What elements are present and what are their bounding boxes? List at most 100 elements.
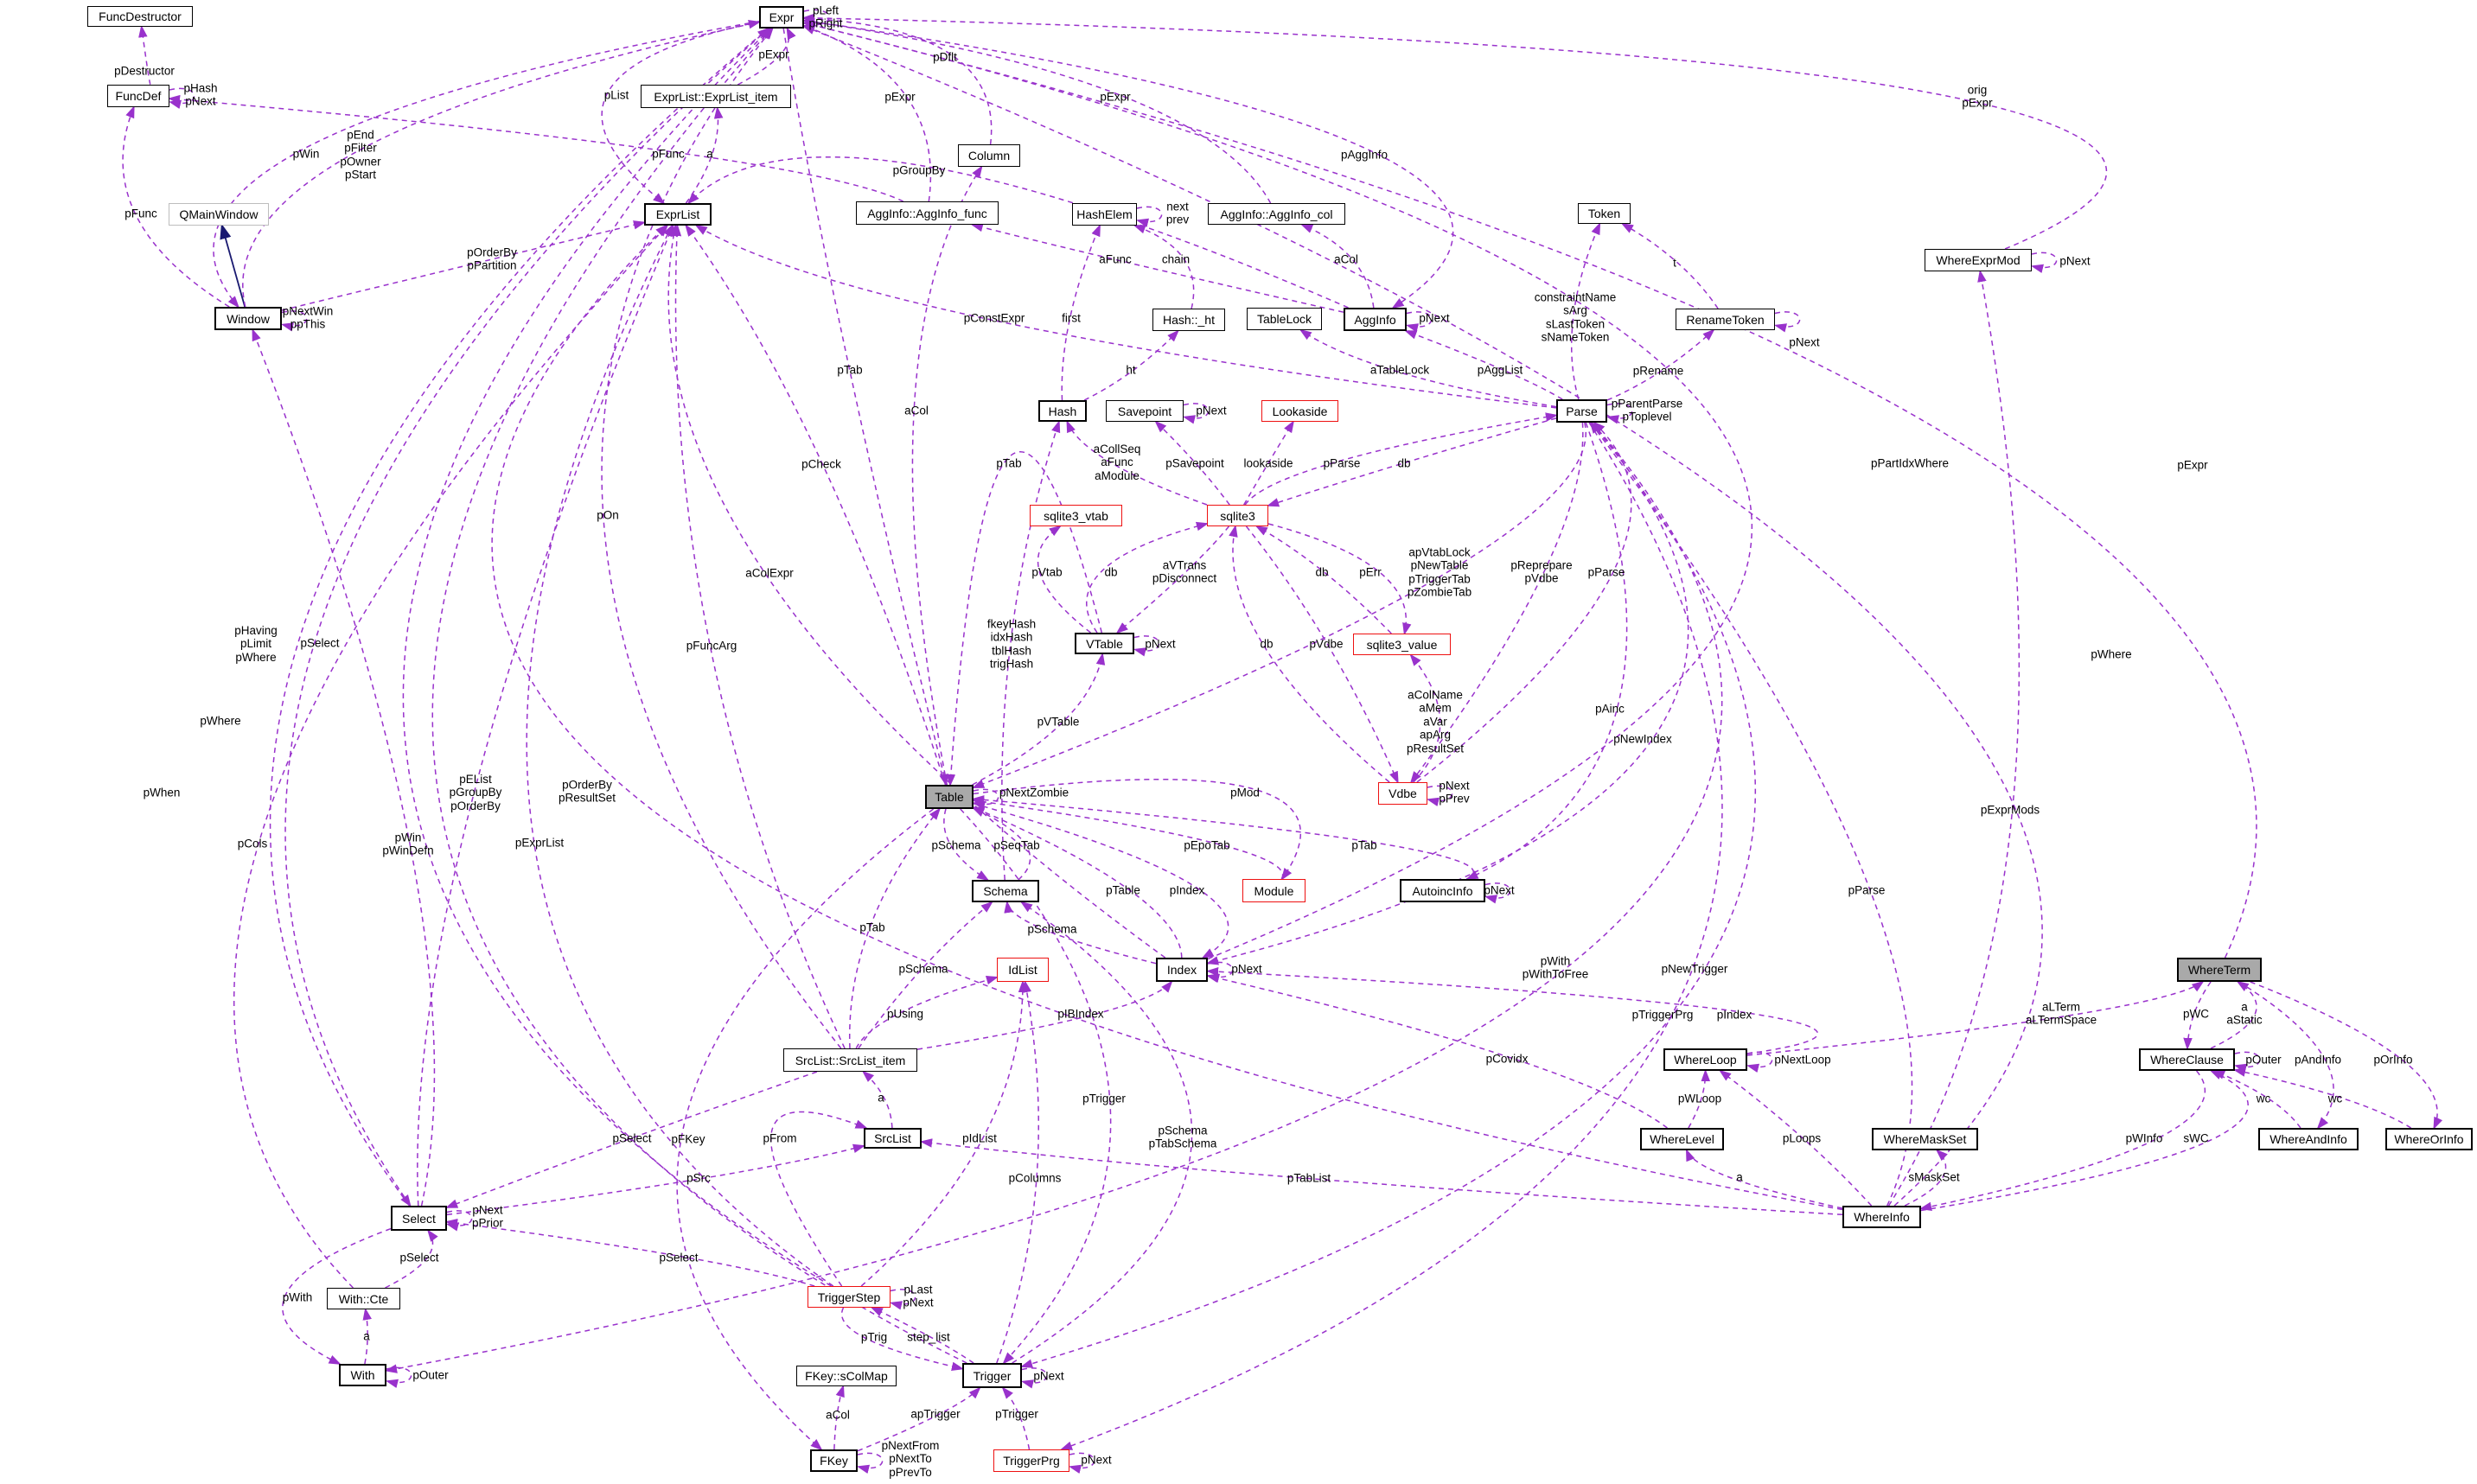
edge-index-exprlist (667, 223, 1166, 959)
node-vdbe[interactable]: Vdbe (1378, 782, 1427, 805)
edge-srclist-item-schema (858, 901, 993, 1049)
edge-vtable-table (946, 451, 1103, 787)
node-token[interactable]: Token (1578, 203, 1631, 224)
node-renametoken[interactable]: RenameToken (1676, 309, 1775, 330)
node-fkey[interactable]: FKey (810, 1449, 858, 1472)
edge-window-expr (242, 20, 762, 308)
node-module[interactable]: Module (1242, 879, 1306, 902)
node-vtable[interactable]: VTable (1075, 633, 1134, 654)
edge-fkey-fkey (856, 1452, 884, 1474)
edge-agginfo-agginfo (1405, 311, 1433, 333)
edge-index-index (1206, 961, 1234, 983)
node-exprlist-item[interactable]: ExprList::ExprList_item (641, 85, 791, 108)
edge-savepoint-savepoint (1182, 403, 1210, 424)
edge-agginfo-func-funcdef (167, 94, 904, 202)
node-wherelevel[interactable]: WhereLevel (1640, 1128, 1724, 1150)
node-whereandinfo[interactable]: WhereAndInfo (2258, 1128, 2359, 1150)
node-agginfo-col[interactable]: AggInfo::AggInfo_col (1208, 203, 1345, 225)
edge-trigger-triggerstep (870, 1307, 974, 1364)
node-whereexprmod[interactable]: WhereExprMod (1925, 249, 2032, 271)
edge-whereterm-whereclause (2183, 981, 2212, 1051)
node-autoincinfo[interactable]: AutoincInfo (1400, 879, 1485, 902)
node-funcdestructor[interactable]: FuncDestructor (87, 6, 193, 27)
node-wheremaskset[interactable]: WhereMaskSet (1872, 1128, 1978, 1150)
node-table[interactable]: Table (925, 785, 974, 809)
edge-srclist-item-idlist (855, 975, 999, 1049)
edge-index-expr (801, 21, 1753, 960)
node-window[interactable]: Window (214, 307, 282, 330)
edge-srclist-item-exprlist (672, 223, 846, 1049)
edge-vtable-sqlite3 (1086, 521, 1210, 634)
edge-column-expr (801, 14, 993, 145)
node-agginfo[interactable]: AggInfo (1344, 308, 1407, 331)
edge-funcdef-funcdestructor (138, 24, 151, 86)
node-sqlite3-value[interactable]: sqlite3_value (1353, 634, 1451, 655)
edge-with-with-cte (362, 1307, 372, 1365)
edge-autoincinfo-table (971, 795, 1475, 880)
node-srclist[interactable]: SrcList (864, 1128, 922, 1149)
edge-window-funcdef (122, 105, 230, 308)
node-trigger[interactable]: Trigger (962, 1363, 1022, 1388)
node-agginfo-func[interactable]: AggInfo::AggInfo_func (856, 201, 999, 225)
node-triggerstep[interactable]: TriggerStep (808, 1286, 891, 1308)
edge-whereloop-whereterm (1746, 980, 2205, 1056)
node-select[interactable]: Select (391, 1206, 447, 1231)
edge-exprlist-item-expr (737, 27, 796, 86)
edge-vdbe-parse (1416, 421, 1632, 783)
edge-whereinfo-wheremaskset (1904, 1149, 1948, 1207)
edge-whereloop-index (1205, 966, 1819, 1054)
edge-vtable-sqlite3-vtab (1037, 525, 1091, 634)
edge-whereandinfo-whereclause (2212, 1070, 2301, 1129)
node-with[interactable]: With (339, 1364, 386, 1386)
node-sqlite3[interactable]: sqlite3 (1207, 505, 1268, 526)
node-column[interactable]: Column (958, 144, 1020, 167)
edge-hash-ht-hashelem (1133, 225, 1195, 309)
edge-parse-triggerprg (1059, 422, 1723, 1450)
node-hashelem[interactable]: HashElem (1072, 203, 1137, 226)
node-whereorinfo[interactable]: WhereOrInfo (2385, 1128, 2473, 1150)
node-qmainwindow[interactable]: QMainWindow (169, 203, 269, 226)
node-exprlist[interactable]: ExprList (644, 203, 712, 226)
edge-agginfo-agginfo-func (970, 222, 1344, 313)
node-whereterm[interactable]: WhereTerm (2177, 958, 2262, 982)
node-expr[interactable]: Expr (759, 6, 804, 29)
edge-sqlite3-vdbe (1245, 525, 1399, 784)
node-savepoint[interactable]: Savepoint (1106, 400, 1184, 422)
edge-trigger-expr (431, 27, 967, 1364)
node-hash[interactable]: Hash (1038, 400, 1087, 422)
edge-sqlite3-value-sqlite3 (1254, 525, 1392, 634)
node-idlist[interactable]: IdList (997, 958, 1049, 982)
node-schema[interactable]: Schema (972, 880, 1039, 902)
node-fkey-scolmap[interactable]: FKey::sColMap (796, 1366, 897, 1386)
edge-parse-token (1570, 222, 1601, 400)
edge-whereorinfo-whereclause (2232, 1067, 2411, 1129)
node-whereloop[interactable]: WhereLoop (1663, 1048, 1747, 1071)
edge-renametoken-renametoken (1773, 311, 1801, 333)
edge-whereterm-whereorinfo (2250, 981, 2443, 1130)
node-tablelock[interactable]: TableLock (1247, 308, 1322, 330)
node-parse[interactable]: Parse (1556, 399, 1607, 423)
edge-whereclause-whereterm (2210, 980, 2257, 1049)
node-srclist-item[interactable]: SrcList::SrcList_item (783, 1048, 917, 1072)
edge-whereterm-expr (801, 21, 2257, 959)
node-with-cte[interactable]: With::Cte (327, 1288, 400, 1309)
node-triggerprg[interactable]: TriggerPrg (993, 1449, 1069, 1472)
edge-group (122, 9, 2443, 1474)
edge-trigger-trigger (1020, 1367, 1048, 1389)
node-lookaside[interactable]: Lookaside (1261, 400, 1338, 422)
node-funcdef[interactable]: FuncDef (107, 85, 169, 107)
node-sqlite3-vtab[interactable]: sqlite3_vtab (1030, 505, 1122, 526)
edge-whereexprmod-whereexprmod (2030, 252, 2058, 273)
edge-agginfo-exprlist (686, 156, 1349, 309)
edge-vdbe-vdbe (1426, 785, 1453, 806)
node-whereclause[interactable]: WhereClause (2139, 1048, 2235, 1071)
edge-autoincinfo-autoincinfo (1484, 882, 1511, 904)
edge-whereclause-whereinfo (1918, 1070, 2206, 1212)
edge-table-exprlist (685, 224, 947, 786)
edge-sqlite3-vtable (1115, 525, 1229, 634)
edge-parse-parse (1606, 403, 1633, 424)
edge-triggerprg-trigger (1001, 1386, 1031, 1450)
node-whereinfo[interactable]: WhereInfo (1842, 1206, 1921, 1228)
node-index[interactable]: Index (1156, 958, 1208, 982)
node-hash-ht[interactable]: Hash::_ht (1152, 309, 1225, 331)
